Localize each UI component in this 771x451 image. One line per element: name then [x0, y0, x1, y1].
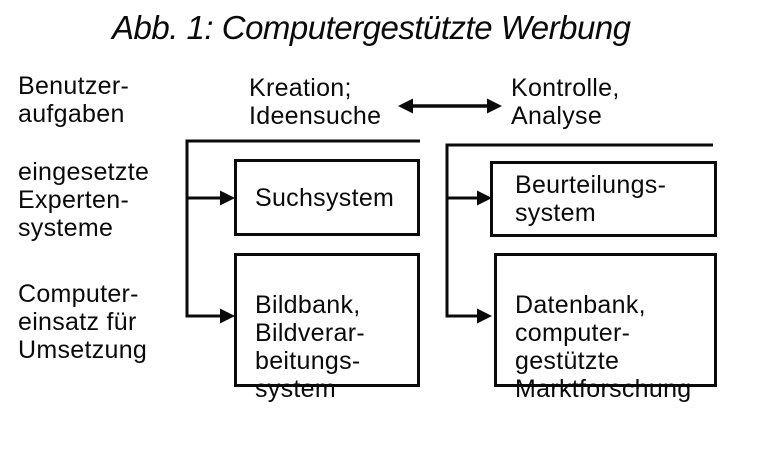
row-label-benutzeraufgaben: Benutzer- aufgaben: [18, 72, 130, 128]
arrow-to-datenbank-icon: [477, 308, 492, 324]
box-suchsystem-label: Suchsystem: [255, 183, 395, 212]
box-datenbank: Datenbank, computer- gestützte Marktfors…: [494, 253, 717, 403]
box-datenbank-label: Datenbank, computer- gestützte Marktfors…: [515, 291, 692, 403]
figure-title: Abb. 1: Computergestützte Werbung: [112, 9, 631, 46]
phase-header-kreation: Kreation; Ideensuche: [249, 74, 382, 130]
row-label-computereinsatz: Computer- einsatz für Umsetzung: [18, 280, 148, 364]
box-beurteilungssystem-label: Beurteilungs- system: [515, 171, 667, 227]
double-arrow-icon: [398, 98, 502, 114]
phase-header-kontrolle: Kontrolle, Analyse: [511, 74, 620, 130]
box-bildbank-label: Bildbank, Bildverar- beitungs- system: [255, 291, 365, 403]
box-suchsystem: Suchsystem: [234, 159, 420, 236]
arrow-to-suchsystem-icon: [220, 190, 235, 206]
arrow-to-bildbank-icon: [220, 308, 235, 324]
box-bildbank: Bildbank, Bildverar- beitungs- system: [234, 253, 420, 403]
row-label-expertensysteme: eingesetzte Experten- systeme: [18, 158, 150, 242]
box-beurteilungssystem: Beurteilungs- system: [490, 161, 717, 237]
